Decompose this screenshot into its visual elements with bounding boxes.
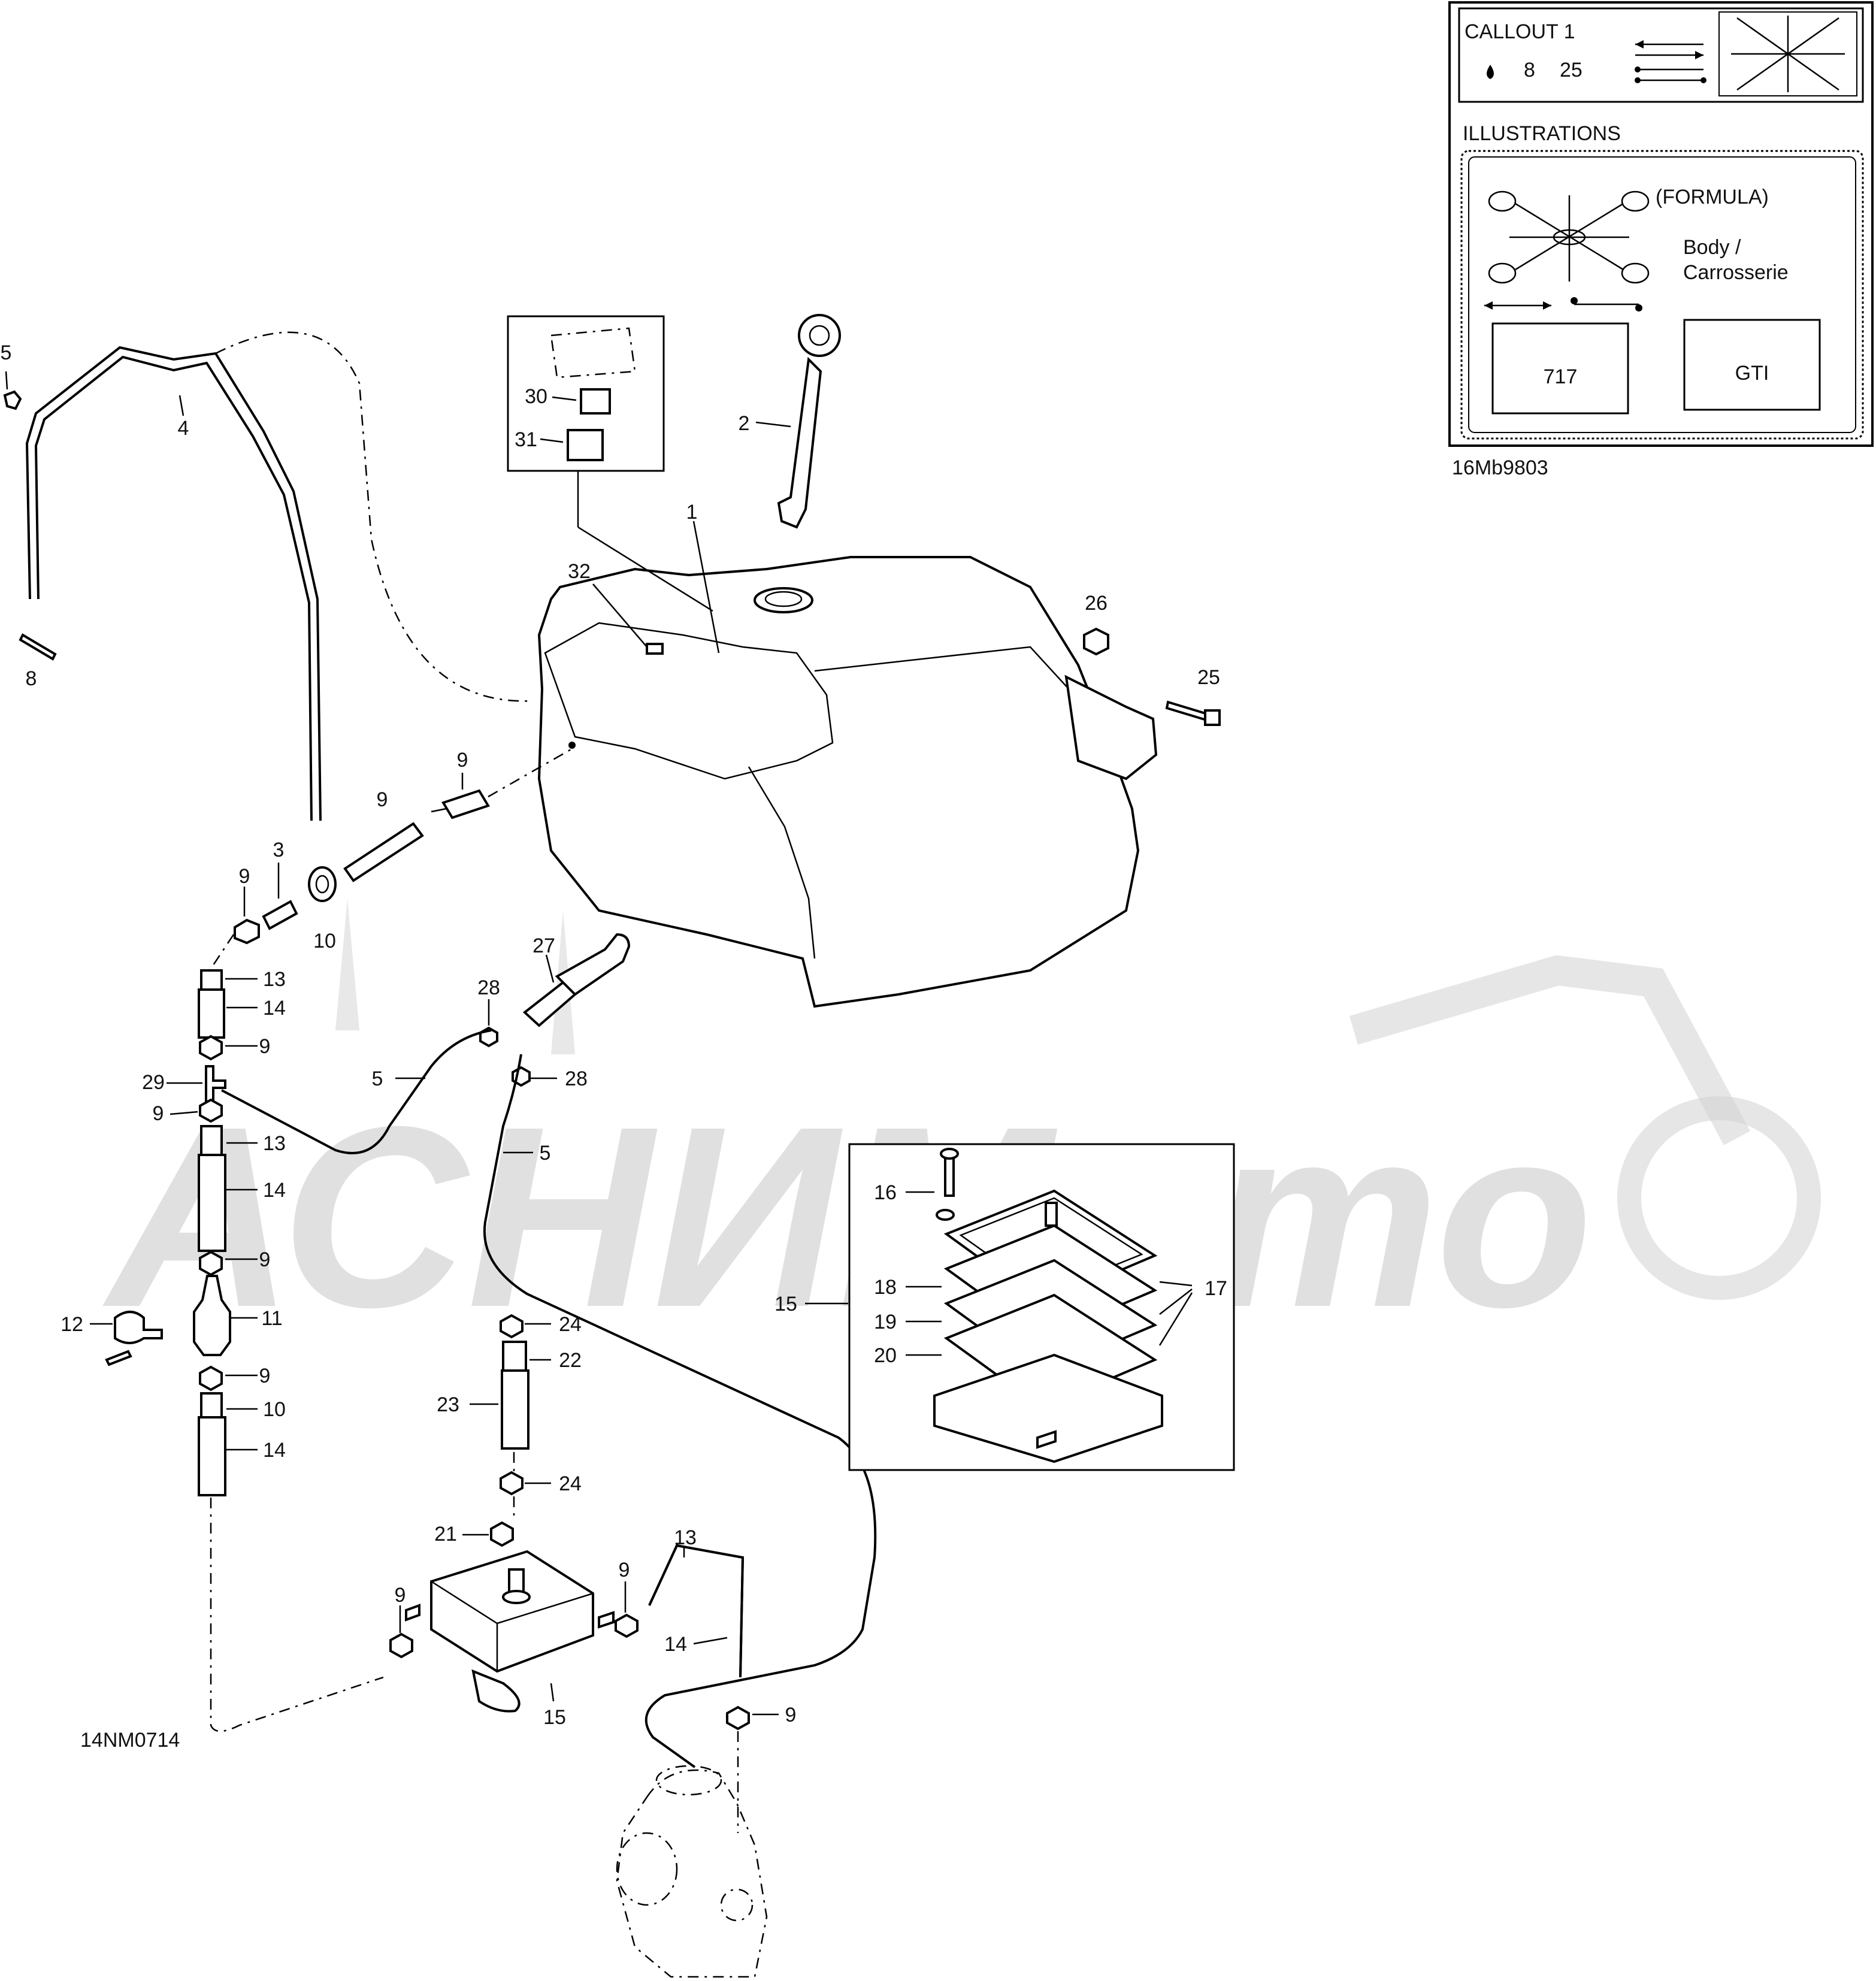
torque-value-2: 25 bbox=[1560, 59, 1583, 81]
callout-20: 20 bbox=[874, 1344, 897, 1367]
callout-25: 25 bbox=[1197, 666, 1220, 689]
oil-drop-icon bbox=[1487, 65, 1494, 79]
callout-10-grommet: 10 bbox=[313, 930, 336, 952]
callout-13-b: 13 bbox=[263, 1132, 286, 1155]
callout-5-clip: 5 bbox=[1, 341, 12, 364]
callout-15-b: 15 bbox=[774, 1293, 797, 1315]
arrow-icon bbox=[1635, 40, 1703, 59]
primer-assembly: 27 28 28 5 5 bbox=[221, 933, 877, 1768]
fuel-pump: 9 15 21 bbox=[389, 1521, 615, 1729]
drawing-ref: 14NM0714 bbox=[80, 1729, 180, 1752]
callout-18: 18 bbox=[874, 1276, 897, 1299]
watermark-text: АСНИМото bbox=[100, 1073, 1593, 1361]
callout-8: 9 bbox=[377, 788, 388, 811]
model-family: (FORMULA) bbox=[1656, 186, 1769, 208]
tank-fittings: 32 26 25 bbox=[568, 560, 1221, 726]
callout-9-f: 9 bbox=[395, 1584, 406, 1607]
callout-5-b: 5 bbox=[540, 1142, 551, 1165]
star-pattern-icon bbox=[1731, 16, 1845, 92]
callout-31: 31 bbox=[515, 428, 537, 451]
callout-9-c: 9 bbox=[153, 1102, 164, 1125]
callout-5-a: 5 bbox=[372, 1067, 383, 1090]
callout-28-b: 28 bbox=[565, 1067, 588, 1090]
pickup-fittings: 9 9 3 10 9 bbox=[234, 748, 573, 952]
callout-14-d: 14 bbox=[664, 1633, 687, 1656]
section-line-1: Body / bbox=[1683, 236, 1741, 259]
callout-21: 21 bbox=[434, 1523, 457, 1546]
callout-17: 17 bbox=[1205, 1277, 1227, 1300]
callout-13-a: 13 bbox=[263, 968, 286, 991]
callout-24-a: 24 bbox=[559, 1313, 582, 1336]
model-code: GTI bbox=[1735, 362, 1769, 385]
pump-outlet-hose: 9 13 14 9 bbox=[615, 1526, 797, 1833]
callout-9-b: 9 bbox=[259, 1035, 271, 1058]
callout-title: CALLOUT 1 bbox=[1465, 20, 1575, 43]
callout-22: 22 bbox=[559, 1349, 582, 1372]
callout-14-c: 14 bbox=[263, 1439, 286, 1462]
callout-27: 27 bbox=[532, 934, 555, 957]
callout-30: 30 bbox=[525, 385, 547, 408]
callout-9-e: 9 bbox=[259, 1365, 271, 1387]
pump-inlet-hose: 24 22 23 24 bbox=[437, 1313, 582, 1522]
illustrations-title: ILLUSTRATIONS bbox=[1463, 122, 1621, 145]
filter-inset: 30 31 bbox=[507, 315, 713, 612]
fuel-gauge: 2 bbox=[739, 314, 841, 529]
carburetor bbox=[616, 1765, 768, 1978]
legend-ref-code: 16Mb9803 bbox=[1452, 456, 1548, 479]
callout-10-b: 10 bbox=[263, 1398, 286, 1421]
callout-13-c: 13 bbox=[674, 1526, 697, 1549]
callout-1: 1 bbox=[686, 501, 698, 524]
callout-15-a: 15 bbox=[543, 1706, 566, 1729]
dot-line-icon bbox=[1635, 66, 1706, 83]
callout-19: 19 bbox=[874, 1311, 897, 1333]
callout-9-d: 9 bbox=[259, 1248, 271, 1271]
callout-23: 23 bbox=[437, 1393, 459, 1416]
callout-3: 3 bbox=[273, 839, 285, 861]
callout-7: 9 bbox=[457, 749, 468, 772]
callout-24-b: 24 bbox=[559, 1472, 582, 1495]
callout-11: 11 bbox=[261, 1307, 282, 1330]
legend-box: CALLOUT 1 8 25 ILLUSTRATIONS (FORMULA) B… bbox=[1448, 1, 1874, 447]
legend-arrow-icon bbox=[1484, 297, 1642, 311]
callout-26: 26 bbox=[1085, 592, 1108, 615]
vent-tube: 5 4 8 bbox=[1, 331, 534, 821]
callout-12: 12 bbox=[60, 1313, 83, 1336]
torque-value-1: 8 bbox=[1524, 59, 1535, 81]
left-hose-column: 13 14 9 29 9 13 14 9 11 12 9 10 14 bbox=[60, 934, 384, 1732]
callout-29: 29 bbox=[142, 1071, 165, 1094]
watermark: АСНИМото bbox=[100, 899, 1821, 1361]
section-line-2: Carrosserie bbox=[1683, 261, 1789, 284]
pump-exploded-inset: 16 18 19 20 17 15 bbox=[774, 1143, 1235, 1471]
callout-4: 4 bbox=[178, 417, 189, 440]
fuel-tank: 1 bbox=[537, 501, 1158, 1008]
callout-28-a: 28 bbox=[477, 976, 500, 999]
callout-9-h: 9 bbox=[785, 1704, 797, 1726]
callout-32: 32 bbox=[568, 560, 591, 583]
fastener-pattern-icon bbox=[1488, 190, 1650, 284]
callout-14-b: 14 bbox=[263, 1179, 286, 1202]
callout-9-a: 9 bbox=[239, 865, 250, 888]
engine-code: 717 bbox=[1544, 365, 1578, 388]
callout-6: 8 bbox=[26, 667, 37, 690]
callout-2: 2 bbox=[739, 412, 750, 435]
callout-16: 16 bbox=[874, 1181, 897, 1204]
callout-9-g: 9 bbox=[619, 1559, 630, 1581]
callout-14-a: 14 bbox=[263, 997, 286, 1020]
